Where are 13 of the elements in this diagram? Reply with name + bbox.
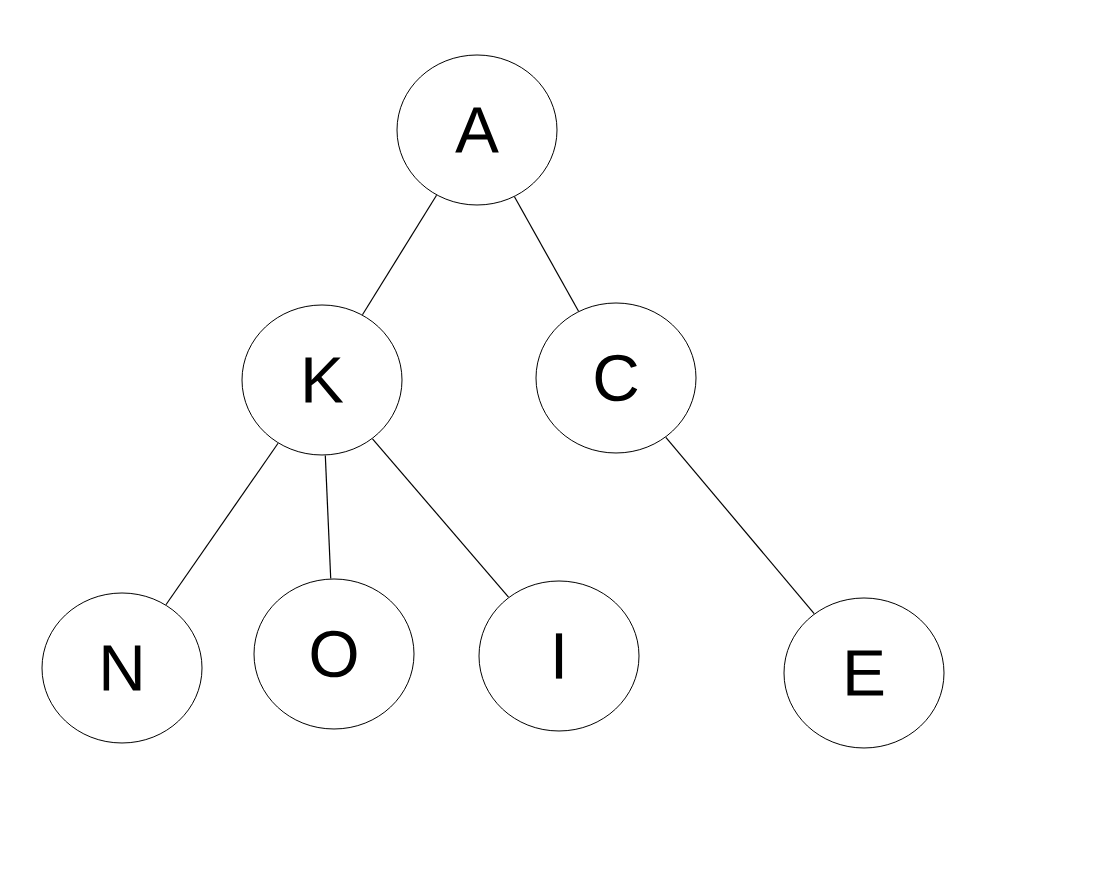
tree-edge: [361, 194, 438, 316]
tree-node: A: [396, 54, 558, 206]
tree-edge: [165, 442, 279, 606]
tree-edge: [513, 196, 580, 312]
tree-node: E: [783, 597, 945, 749]
tree-node: K: [241, 304, 403, 456]
tree-node: C: [535, 302, 697, 454]
tree-edge: [665, 436, 815, 615]
tree-edge: [324, 454, 332, 580]
tree-edge: [371, 438, 510, 598]
tree-node: N: [41, 592, 203, 744]
tree-node: O: [253, 578, 415, 730]
tree-node: I: [478, 580, 640, 732]
